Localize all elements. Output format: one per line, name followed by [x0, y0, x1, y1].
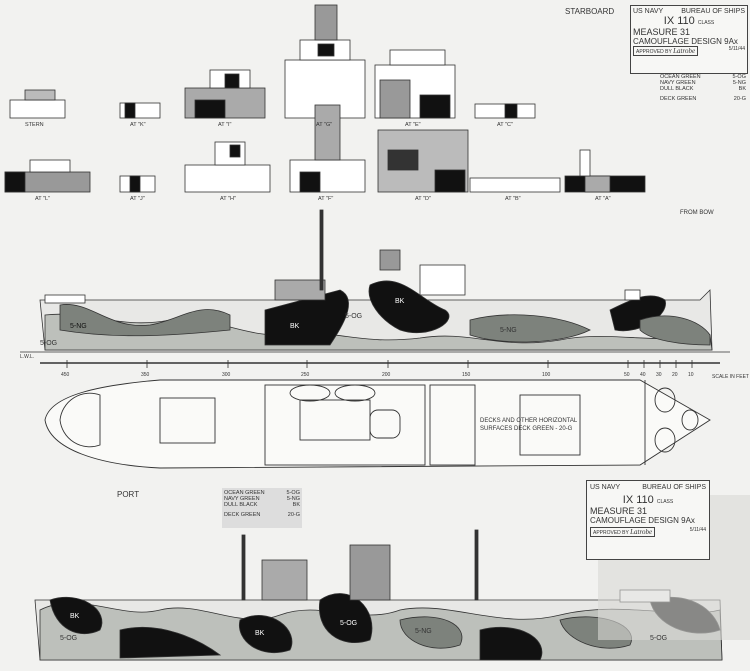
svg-text:AT "D": AT "D" — [415, 196, 431, 202]
svg-text:AT "G": AT "G" — [316, 122, 332, 128]
ship-class: IX 110 — [663, 15, 695, 27]
signature: Latrobe — [673, 47, 696, 55]
svg-text:5-OG: 5-OG — [60, 635, 77, 642]
svg-text:300: 300 — [222, 372, 231, 378]
measure: MEASURE 31 — [633, 27, 691, 37]
svg-text:5-OG: 5-OG — [345, 313, 362, 320]
svg-text:30: 30 — [656, 372, 662, 378]
svg-text:AT "E": AT "E" — [405, 122, 421, 128]
svg-text:SURFACES DECK GREEN - 20-G: SURFACES DECK GREEN - 20-G — [480, 426, 573, 432]
scale-label: SCALE IN FEET — [712, 374, 749, 380]
design: CAMOUFLAGE DESIGN 9Ax — [633, 37, 738, 46]
svg-text:5-OG: 5-OG — [650, 635, 667, 642]
starboard-label: STARBOARD — [565, 7, 614, 16]
svg-text:STERN: STERN — [25, 122, 44, 128]
agency-right: BUREAU OF SHIPS — [681, 8, 745, 15]
svg-text:5-OG: 5-OG — [340, 620, 357, 627]
sections-second — [4, 104, 646, 193]
svg-text:100: 100 — [542, 372, 551, 378]
svg-text:AT "C": AT "C" — [497, 122, 513, 128]
svg-text:AT "L": AT "L" — [35, 196, 50, 202]
svg-text:BK: BK — [395, 298, 405, 305]
from-bow-label: FROM BOW — [680, 210, 714, 216]
svg-text:200: 200 — [382, 372, 391, 378]
section-labels-second: AT "L" AT "J" AT "H" AT "F" AT "D" AT "B" AT "… — [35, 196, 611, 202]
svg-text:AT "J": AT "J" — [130, 196, 145, 202]
deck-note: DECKS AND OTHER HORIZONTAL SURFACES DECK … — [480, 418, 578, 432]
svg-text:BK: BK — [255, 630, 265, 637]
port-label: PORT — [117, 490, 139, 499]
svg-text:BK: BK — [290, 323, 300, 330]
title-block-starboard: US NAVY BUREAU OF SHIPS IX 110 CLASS MEAS… — [630, 5, 748, 74]
svg-text:450: 450 — [61, 372, 70, 378]
station-labels: 450 350 300 250 200 150 100 50 40 30 20 10 SCALE IN… — [20, 354, 749, 380]
sections-top — [9, 4, 536, 119]
svg-text:AT "A": AT "A" — [595, 196, 611, 202]
svg-text:AT "K": AT "K" — [130, 122, 146, 128]
svg-text:250: 250 — [301, 372, 310, 378]
svg-text:5-NG: 5-NG — [415, 628, 432, 635]
svg-text:10: 10 — [688, 372, 694, 378]
svg-text:5-NG: 5-NG — [70, 323, 87, 330]
svg-text:AT "B": AT "B" — [505, 196, 521, 202]
svg-text:AT "H": AT "H" — [220, 196, 236, 202]
waterline-label: L.W.L. — [20, 354, 34, 360]
plan-view — [44, 379, 711, 469]
approved-label: APPROVED BY — [636, 49, 672, 55]
port-profile — [34, 529, 723, 661]
section-labels-top: STERN AT "K" AT "I" AT "G" AT "E" AT "C" — [25, 122, 513, 128]
svg-text:5-OG: 5-OG — [40, 340, 57, 347]
svg-text:DECKS AND OTHER HORIZONTAL: DECKS AND OTHER HORIZONTAL — [480, 418, 578, 424]
svg-text:40: 40 — [640, 372, 646, 378]
svg-text:50: 50 — [624, 372, 630, 378]
svg-text:20: 20 — [672, 372, 678, 378]
svg-text:AT "I": AT "I" — [218, 122, 232, 128]
camo-labels: 5-NG 5-OG BK BK 5-OG 5-NG BK BK 5-OG 5-NG 5-O… — [40, 298, 667, 642]
svg-text:5-NG: 5-NG — [500, 327, 517, 334]
date: 5/11/44 — [728, 46, 745, 52]
svg-text:BK: BK — [70, 613, 80, 620]
agency-left: US NAVY — [633, 8, 664, 15]
svg-text:150: 150 — [462, 372, 471, 378]
svg-text:AT "F": AT "F" — [318, 196, 333, 202]
svg-text:350: 350 — [141, 372, 150, 378]
class-word: CLASS — [697, 20, 715, 26]
station-ticks — [66, 360, 693, 368]
starboard-profile — [20, 209, 730, 364]
